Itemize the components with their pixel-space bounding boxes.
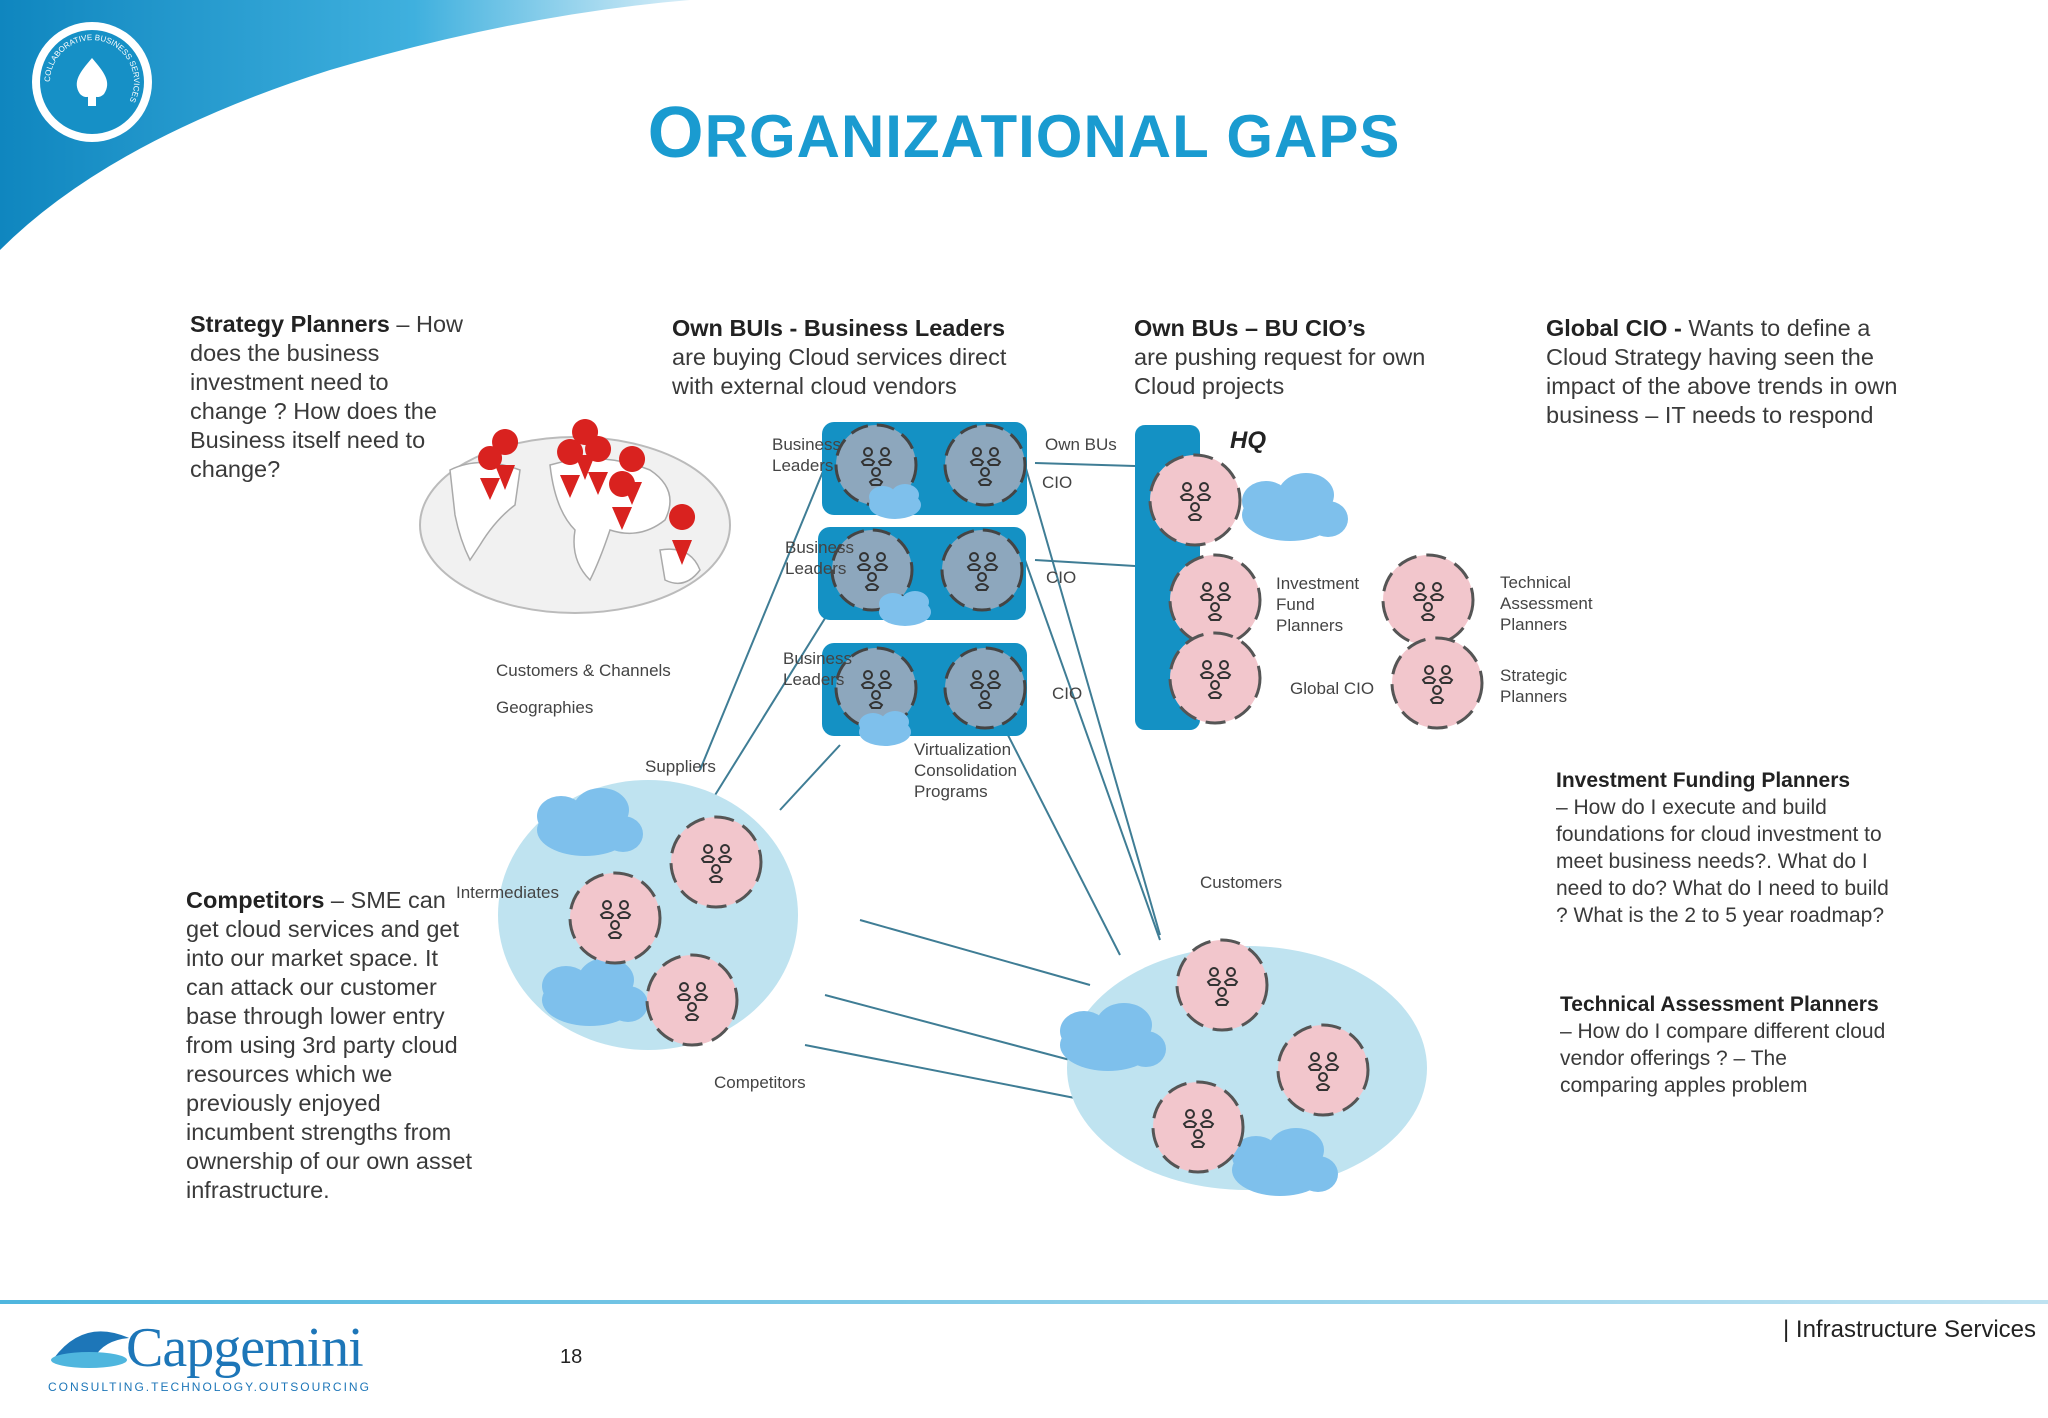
global-cio-text: Global CIO - Wants to define a Cloud Str… — [1546, 315, 1898, 428]
business-leader-boxes — [818, 422, 1027, 746]
label-own-bus: Own BUs — [1045, 435, 1117, 454]
label-competitors: Competitors — [714, 1073, 806, 1092]
footer-section-label: | Infrastructure Services — [1783, 1316, 2036, 1343]
label-customers-channels: Customers & Channels — [496, 661, 671, 680]
competitors-circle — [498, 780, 798, 1050]
location-pins — [478, 419, 696, 565]
capgemini-logo: Capgemini — [126, 1317, 364, 1379]
label-hq: HQ — [1230, 427, 1266, 454]
label-technical-assessment: Technical Assessment Planners — [1500, 573, 1593, 634]
page-number: 18 — [560, 1346, 583, 1368]
label-investment-fund: Investment Fund Planners — [1276, 574, 1360, 635]
org-diagram — [419, 419, 2048, 1196]
label-business-leaders-3: Business Leaders — [783, 649, 852, 689]
world-map — [419, 419, 731, 614]
technical-assessment-text: Technical Assessment Planners – How do I… — [1560, 993, 1886, 1097]
label-customers: Customers — [1200, 873, 1283, 892]
capgemini-spade-icon — [51, 1331, 129, 1368]
hq-bar — [1135, 425, 1482, 730]
label-business-leaders-1: Business Leaders — [772, 435, 841, 475]
label-geographies: Geographies — [496, 698, 594, 717]
page-title: ORGANIZATIONAL GAPS — [647, 93, 1401, 173]
label-suppliers: Suppliers — [645, 757, 716, 776]
strategy-planners-text: Strategy Planners – How does the busines… — [190, 311, 463, 482]
label-cio-1: CIO — [1042, 473, 1073, 492]
seal-logo: COLLABORATIVE BUSINESS SERVICES — [32, 22, 152, 142]
label-cio-2: CIO — [1046, 568, 1077, 587]
label-intermediates: Intermediates — [456, 883, 559, 902]
investment-funding-text: Investment Funding Planners– How do I ex… — [1556, 769, 1889, 927]
footer-divider — [0, 1300, 2048, 1304]
capgemini-tagline: CONSULTING.TECHNOLOGY.OUTSOURCING — [48, 1380, 371, 1394]
customers-circle — [1060, 940, 1427, 1196]
competitors-text: Competitors – SME can get cloud services… — [186, 887, 473, 1203]
label-global-cio: Global CIO — [1290, 679, 1375, 698]
label-business-leaders-2: Business Leaders — [785, 538, 854, 578]
header-swoosh: COLLABORATIVE BUSINESS SERVICES — [0, 0, 690, 250]
label-cio-3: CIO — [1052, 684, 1083, 703]
label-strategic-planners: Strategic Planners — [1500, 666, 1568, 706]
label-virtualization: Virtualization Consolidation Programs — [914, 740, 1018, 801]
